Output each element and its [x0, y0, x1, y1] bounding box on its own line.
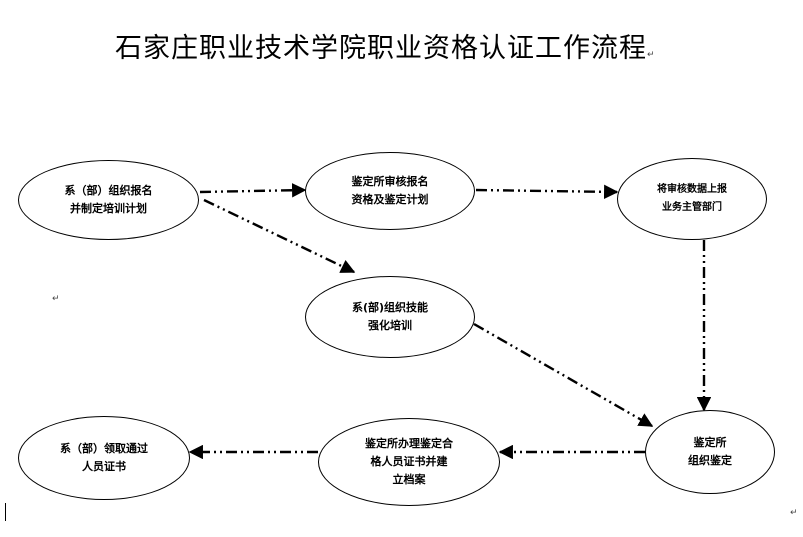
node-organize-appraisal-label: 鉴定所 组织鉴定: [688, 436, 732, 467]
node-organize-appraisal: 鉴定所 组织鉴定: [645, 410, 775, 494]
paragraph-mark-bottom-right: ↵: [790, 508, 798, 518]
node-register-plan: 系（部）组织报名 并制定培训计划: [18, 160, 199, 240]
paragraph-mark-left: ↵: [52, 294, 60, 304]
node-skill-training-label: 系(部)组织技能 强化培训: [351, 301, 429, 332]
paragraph-mark: ↵: [647, 50, 656, 60]
arrow-n2-to-n3: [475, 184, 619, 200]
node-report-data: 将审核数据上报 业务主管部门: [617, 158, 767, 240]
arrow-n1-to-n4: [203, 198, 356, 274]
node-collect-certificate: 系（部）领取通过 人员证书: [18, 416, 190, 500]
node-collect-certificate-label: 系（部）领取通过 人员证书: [60, 442, 148, 473]
node-skill-training: 系(部)组织技能 强化培训: [305, 276, 475, 358]
title-text: 石家庄职业技术学院职业资格认证工作流程: [115, 33, 647, 64]
arrow-n4-to-n5: [473, 322, 654, 428]
node-certificate-archive-label: 鉴定所办理鉴定合 格人员证书并建 立档案: [365, 437, 453, 486]
page-title: 石家庄职业技术学院职业资格认证工作流程↵: [115, 26, 656, 65]
node-certificate-archive: 鉴定所办理鉴定合 格人员证书并建 立档案: [318, 418, 500, 506]
node-register-plan-label: 系（部）组织报名 并制定培训计划: [64, 184, 153, 215]
node-report-data-label: 将审核数据上报 业务主管部门: [657, 184, 727, 213]
node-review-qualification: 鉴定所审核报名 资格及鉴定计划: [305, 152, 475, 230]
node-review-qualification-label: 鉴定所审核报名 资格及鉴定计划: [351, 175, 429, 206]
arrow-n1-to-n2: [199, 183, 307, 198]
text-cursor: [5, 503, 6, 521]
